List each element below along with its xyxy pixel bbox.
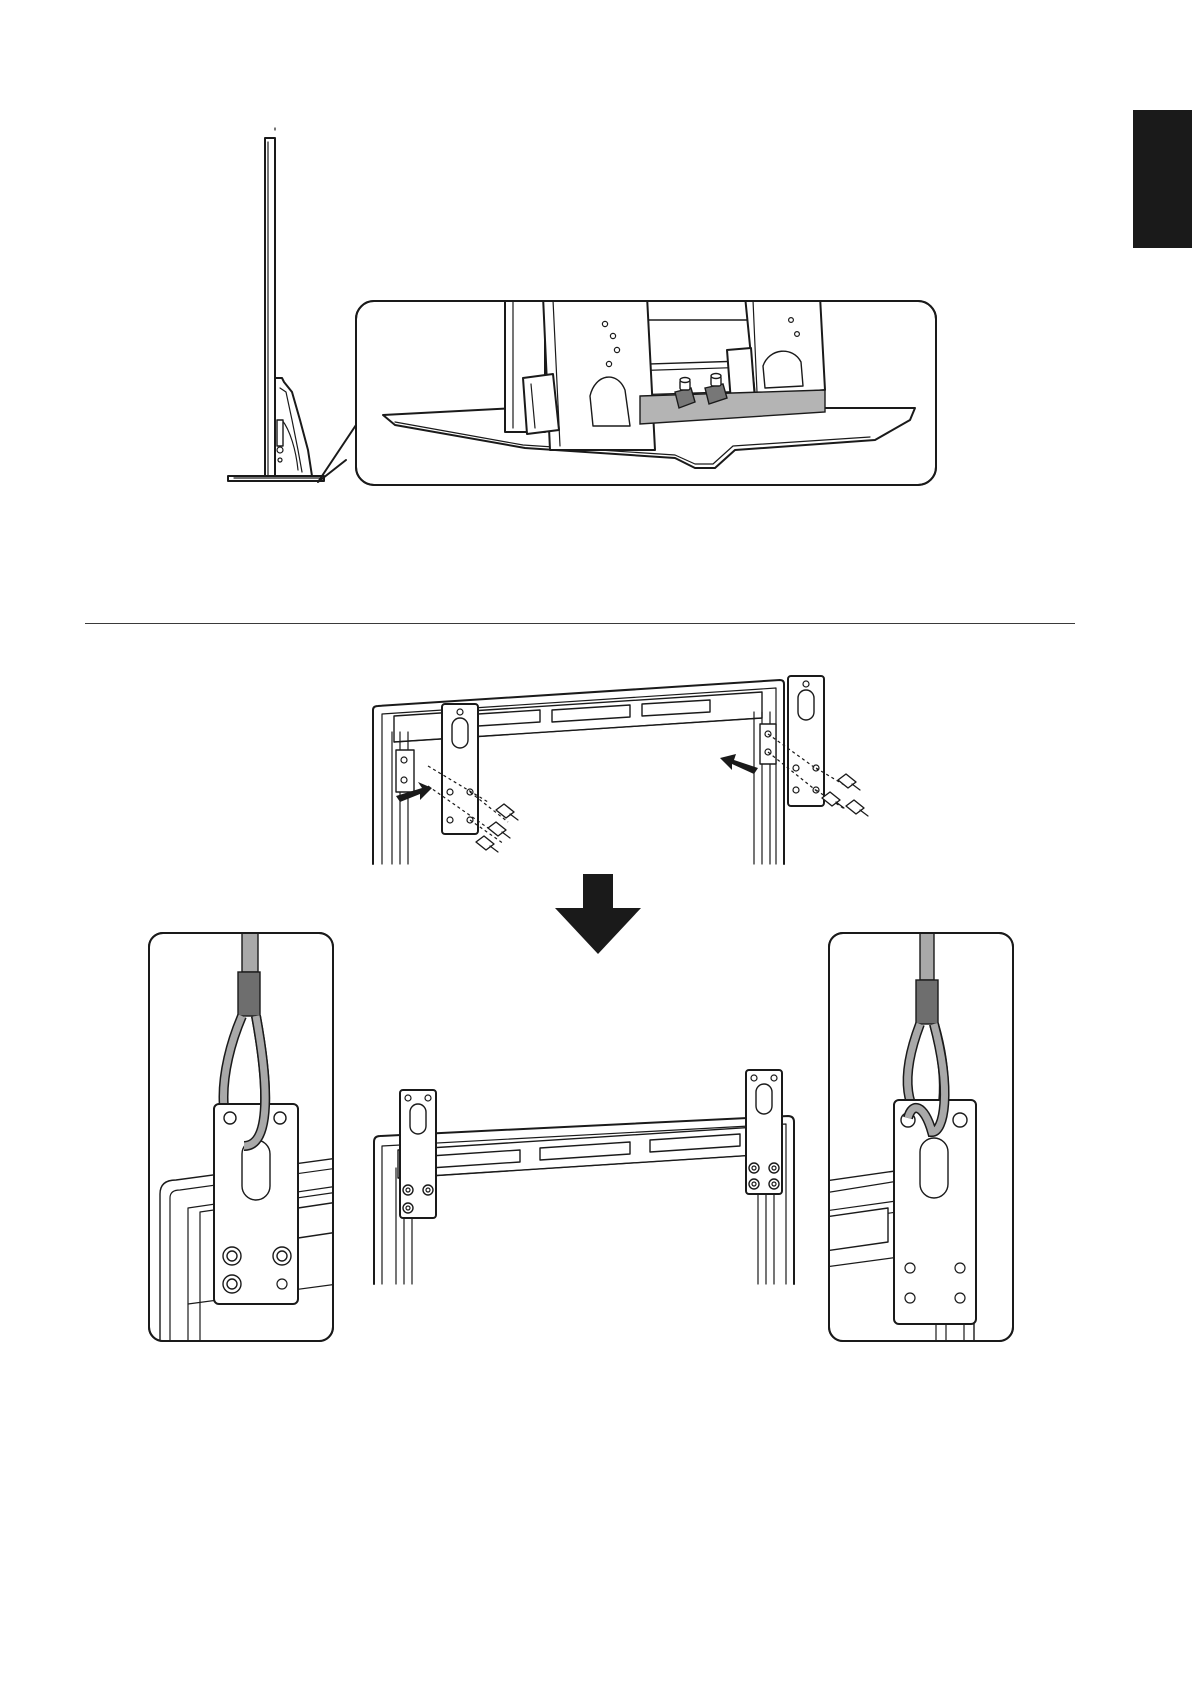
screw-icon-right-3 (846, 800, 868, 816)
left-bracket (442, 704, 478, 834)
screw-icon-right-1 (838, 774, 860, 790)
screw-icon-right-2 (822, 792, 844, 808)
stand-base-detail-callout (355, 300, 937, 486)
left-wire-loop-detail (148, 932, 334, 1342)
down-arrow-icon (555, 874, 641, 954)
brackets-being-attached (370, 672, 870, 866)
section-divider (85, 623, 1075, 624)
screw-icon-left-1 (496, 804, 518, 820)
right-bracket (788, 676, 824, 806)
insert-arrow-right-icon (720, 754, 758, 774)
right-bracket-attached (746, 1070, 782, 1194)
brackets-attached (370, 1060, 810, 1286)
language-tab-marker (1133, 110, 1192, 248)
screw-icon-left-3 (476, 836, 498, 852)
left-bracket-attached (400, 1090, 436, 1218)
right-wire-loop-detail (828, 932, 1014, 1342)
